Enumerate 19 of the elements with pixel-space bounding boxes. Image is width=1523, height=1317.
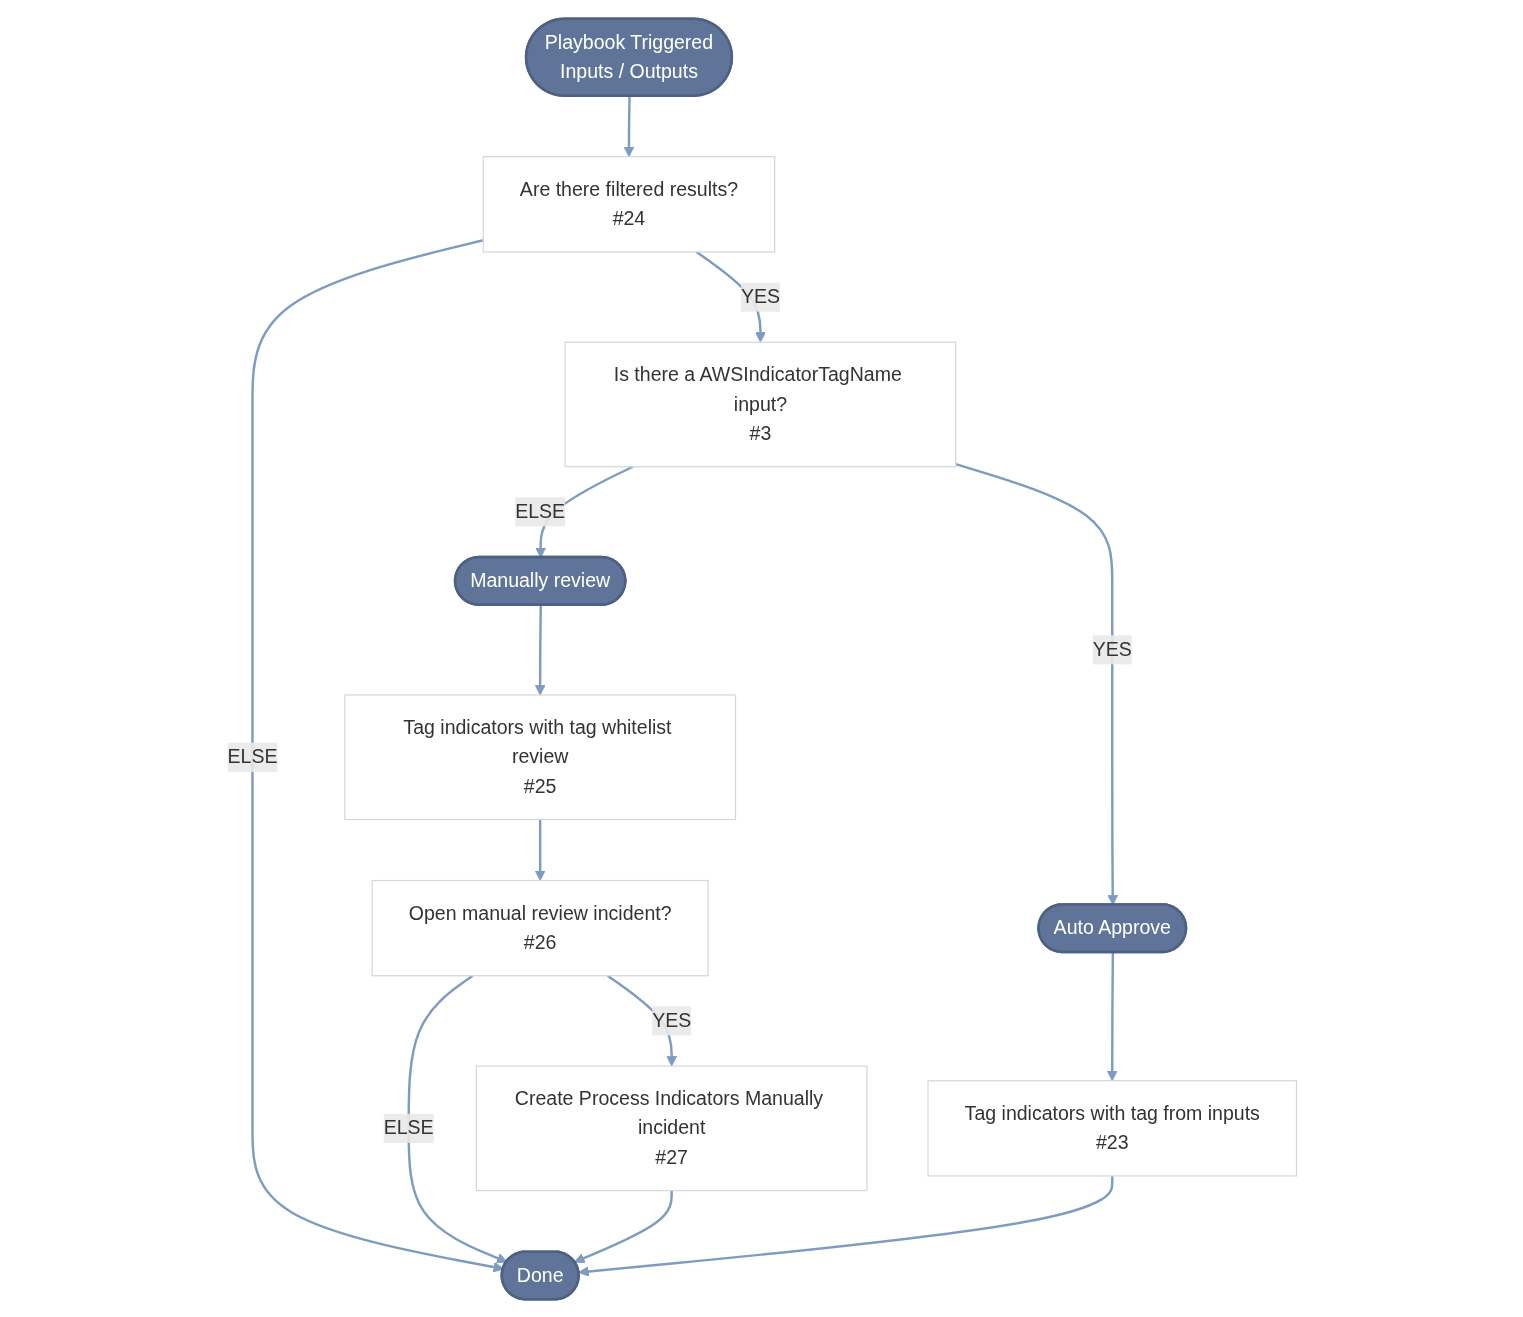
node-box: Create Process Indicators Manually incident #27: [475, 1065, 868, 1191]
arrow: [623, 95, 634, 157]
node-box: Is there a AWSIndicatorTagName input? #3: [564, 341, 956, 467]
arrow: [534, 819, 546, 881]
arrow: [573, 1190, 673, 1263]
arrow: [577, 1175, 1113, 1277]
edge-label: YES: [651, 1009, 691, 1031]
node-box: Tag indicators with tag whitelist review #25: [343, 693, 736, 820]
edge-label: ELSE: [383, 1116, 434, 1138]
edge-label: YES: [1092, 638, 1132, 660]
edge-label: YES: [740, 285, 780, 307]
arrow: [406, 974, 507, 1263]
edge-label: ELSE: [514, 500, 565, 522]
edge-label: ELSE: [226, 745, 277, 767]
node-box: Tag indicators with tag from inputs #23: [926, 1079, 1297, 1177]
arrow: [1106, 952, 1118, 1081]
arrow: [534, 604, 546, 695]
node-box: Are there filtered results? #24: [482, 155, 775, 252]
node-box: Open manual review incident? #26: [371, 879, 709, 976]
